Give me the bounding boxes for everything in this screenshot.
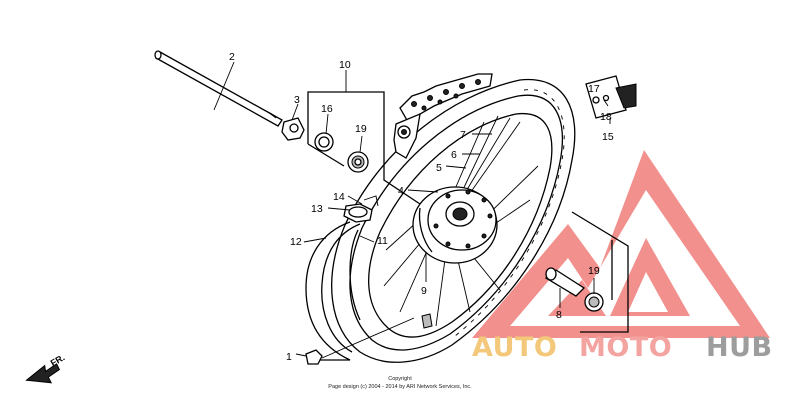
hub xyxy=(412,186,498,264)
part-label-5: 5 xyxy=(436,162,442,174)
front-direction-arrow: FR. xyxy=(25,352,67,384)
part-label-4: 4 xyxy=(398,185,404,197)
leader-1b xyxy=(321,317,415,359)
axle xyxy=(154,50,283,127)
copyright-notice: Copyright Page design (c) 2004 - 2014 by… xyxy=(328,376,472,390)
watermark-text: AUTO MOTO HUB xyxy=(472,332,773,363)
spacer-8 xyxy=(544,267,586,297)
leader-lines xyxy=(213,61,611,357)
part-label-9: 9 xyxy=(421,285,427,297)
part-label-11: 11 xyxy=(377,235,388,247)
part-label-16: 16 xyxy=(321,103,333,115)
front-label: FR. xyxy=(49,352,67,368)
part-label-13: 13 xyxy=(311,203,323,215)
tube xyxy=(305,195,379,361)
watermark-moto: MOTO xyxy=(579,332,672,363)
part-label-15: 15 xyxy=(602,131,614,143)
bearing-16 xyxy=(314,132,334,152)
watermark-logo xyxy=(472,150,770,338)
part-labels: 1 2 3 4 5 6 7 8 9 10 11 12 13 14 15 16 1… xyxy=(229,51,614,363)
seal-19-upper xyxy=(347,151,369,173)
valve-group-15 xyxy=(585,75,637,119)
part-label-19-lower: 19 xyxy=(588,265,600,277)
part-label-7: 7 xyxy=(460,129,466,141)
copyright-line-1: Copyright xyxy=(388,376,412,382)
part-label-10: 10 xyxy=(339,59,351,71)
collar xyxy=(281,117,305,141)
part-label-19-upper: 19 xyxy=(355,123,367,135)
watermark-hub: HUB xyxy=(706,332,773,363)
part-label-12: 12 xyxy=(290,236,302,248)
watermark-auto: AUTO xyxy=(472,332,557,363)
seal-19-lower xyxy=(584,292,604,312)
copyright-line-2: Page design (c) 2004 - 2014 by ARI Netwo… xyxy=(328,384,472,390)
part-label-18: 18 xyxy=(600,111,612,123)
part-label-2: 2 xyxy=(229,51,235,63)
bracket-right xyxy=(571,211,629,333)
part-label-3: 3 xyxy=(294,94,300,106)
part-label-17: 17 xyxy=(588,83,600,95)
part-label-8: 8 xyxy=(556,309,562,321)
part-label-6: 6 xyxy=(451,149,457,161)
part-label-14: 14 xyxy=(333,191,345,203)
tire-tread xyxy=(399,73,493,123)
nut-1 xyxy=(305,349,323,365)
part-label-1: 1 xyxy=(286,351,292,363)
bracket-10 xyxy=(307,91,421,205)
